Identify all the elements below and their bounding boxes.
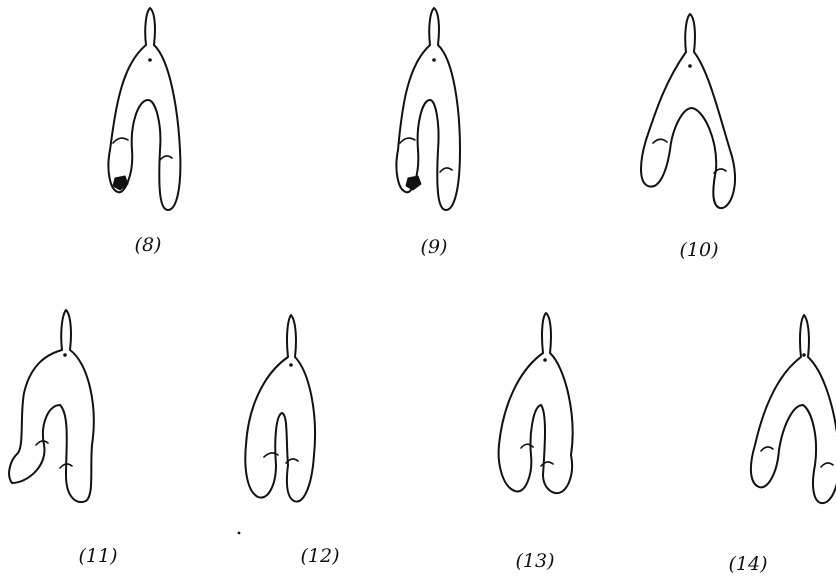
figure-9-center-dot: [432, 58, 436, 62]
figure-10: [620, 0, 760, 220]
figure-13-center-dot: [543, 358, 547, 362]
stray-dot: [236, 530, 242, 536]
figure-13-label: (13): [515, 550, 554, 572]
figure-8-left-crease: [113, 138, 128, 143]
figure-10-outline: [641, 14, 735, 208]
figure-9-left-crease: [400, 138, 415, 143]
figure-14-center-dot: [802, 353, 806, 357]
figure-11-center-dot: [63, 353, 67, 357]
figure-8-right-crease: [160, 156, 172, 160]
figure-12: [220, 305, 360, 525]
figure-9-right-crease: [440, 168, 452, 172]
figure-11: [0, 305, 140, 525]
figure-14-left-crease: [761, 447, 773, 451]
figure-14-label: (14): [728, 553, 767, 575]
figure-9: [370, 0, 510, 220]
figure-11-outline: [9, 310, 94, 502]
figure-8-center-dot: [148, 58, 152, 62]
figure-14-right-crease: [821, 463, 833, 467]
figure-9-ink-blot: [406, 176, 421, 190]
figure-13-outline: [499, 313, 573, 493]
figure-8: [80, 0, 220, 220]
figure-9-label: (9): [421, 236, 448, 258]
figure-9-outline: [396, 8, 460, 210]
figure-12-outline: [245, 315, 315, 502]
figure-10-label: (10): [679, 239, 718, 261]
figure-10-left-crease: [653, 139, 667, 143]
figure-12-label: (12): [300, 545, 339, 567]
figure-11-label: (11): [78, 545, 117, 567]
figure-11-left-crease: [36, 441, 48, 445]
figure-10-center-dot: [688, 64, 692, 68]
figure-12-center-dot: [289, 363, 293, 367]
figure-8-label: (8): [135, 234, 162, 256]
figure-13: [475, 305, 615, 525]
figure-14: [735, 305, 836, 525]
figure-14-outline: [751, 315, 836, 503]
